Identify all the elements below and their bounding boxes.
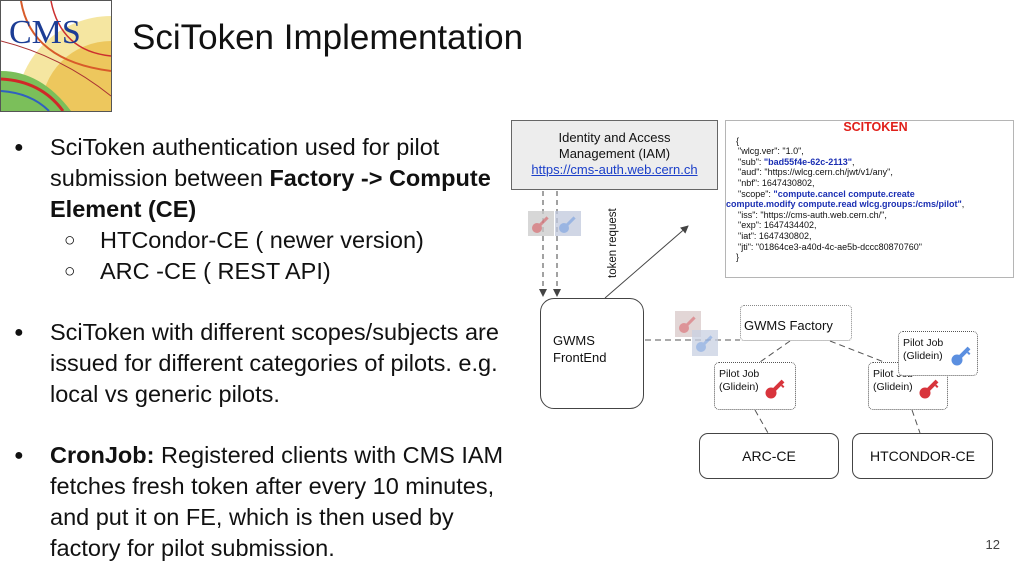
iam-box: Identity and Access Management (IAM) htt… [511,120,718,190]
bullet-item-scopes: ● SciToken with different scopes/subject… [14,317,504,410]
slide-title: SciToken Implementation [132,18,524,57]
key-faded-red-icon [679,316,696,333]
token-sub: "sub": "bad55f4e-62c-2113", [738,156,855,167]
gwms-factory-box: GWMS Factory [740,305,852,341]
sub-item-htcondor: ○ HTCondor-CE ( newer version) [14,225,504,256]
bullet-text: SciToken with different scopes/subjects … [50,319,499,407]
token-nbf: "nbf": 1647430802, [738,177,815,188]
arc-ce-box: ARC-CE [699,433,839,479]
frontend-line-2: FrontEnd [553,350,607,365]
bullet-text: Registered clients with CMS IAM fetches … [50,442,504,561]
svg-text:CMS: CMS [9,14,81,51]
token-jti: "jti": "01864ce3-a40d-4c-ae5b-dccc808707… [738,241,922,252]
token-scope: "scope": "compute.cancel compute.create [738,188,915,199]
scitoken-box: SCITOKEN { "wlcg.ver": "1.0", "sub": "ba… [725,120,1014,278]
frontend-line-1: GWMS [553,333,595,348]
token-wlcg-ver: "wlcg.ver": "1.0", [738,146,804,157]
key-blue-icon [951,346,971,366]
key-red-icon [765,379,785,399]
token-aud: "aud": "https://wlcg.cern.ch/jwt/v1/any"… [738,167,893,178]
token-close-brace: } [736,252,740,263]
key-faded-blue-icon [559,216,576,233]
sub-item-arc: ○ ARC -CE ( REST API) [14,256,504,287]
sub-bullet-circle: ○ [64,261,76,282]
bullet-dot: ● [14,139,24,156]
pilot-label-1: Pilot Job [903,337,944,349]
ht-pilot-to-ce-line [911,409,921,434]
arc-pilot-to-ce-line [754,409,769,434]
token-iat: "iat": 1647430802, [738,230,812,241]
key-red-icon [919,379,939,399]
iam-link[interactable]: https://cms-auth.web.cern.ch [531,162,698,177]
gwms-frontend-box: GWMS FrontEnd [540,298,644,409]
key-faded-blue-icon [696,335,713,352]
token-exp: "exp": 1647434402, [738,220,817,231]
pilot-label-1: Pilot Job [719,368,760,380]
token-scope-cont: compute.modify compute.read wlcg.groups:… [726,199,965,210]
sub-bullet-circle: ○ [64,230,76,251]
pilot-label-2: (Glidein) [903,350,943,362]
key-faded-red-icon [532,216,549,233]
iam-line-1: Identity and Access [558,130,671,145]
bullet-text: SciToken authentication used for pilot s… [50,134,440,191]
pilot-label-2: (Glidein) [719,381,759,393]
token-request-arrow [604,225,689,299]
factory-to-arc-pilot-line [759,340,791,363]
pilot-label-2: (Glidein) [873,381,913,393]
token-open-brace: { [736,135,740,146]
sub-item-text: ARC -CE ( REST API) [100,258,331,284]
bullet-item-cronjob: ● CronJob: Registered clients with CMS I… [14,440,504,564]
token-iss: "iss": "https://cms-auth.web.cern.ch/", [738,209,887,220]
iam-line-2: Management (IAM) [558,146,671,161]
bullet-dot: ● [14,324,24,341]
scitoken-title: SCITOKEN [843,120,908,134]
bullet-text-bold: Factory -> Compute Element (CE) [50,165,491,222]
bullet-dot: ● [14,447,24,464]
bullet-list: ● SciToken authentication used for pilot… [14,132,504,579]
bullet-text-bold: CronJob: [50,442,155,468]
sub-item-text: HTCondor-CE ( newer version) [100,227,424,253]
bullet-item-scitoken-auth: ● SciToken authentication used for pilot… [14,132,504,225]
htcondor-ce-box: HTCONDOR-CE [852,433,993,479]
page-number: 12 [985,537,1000,552]
